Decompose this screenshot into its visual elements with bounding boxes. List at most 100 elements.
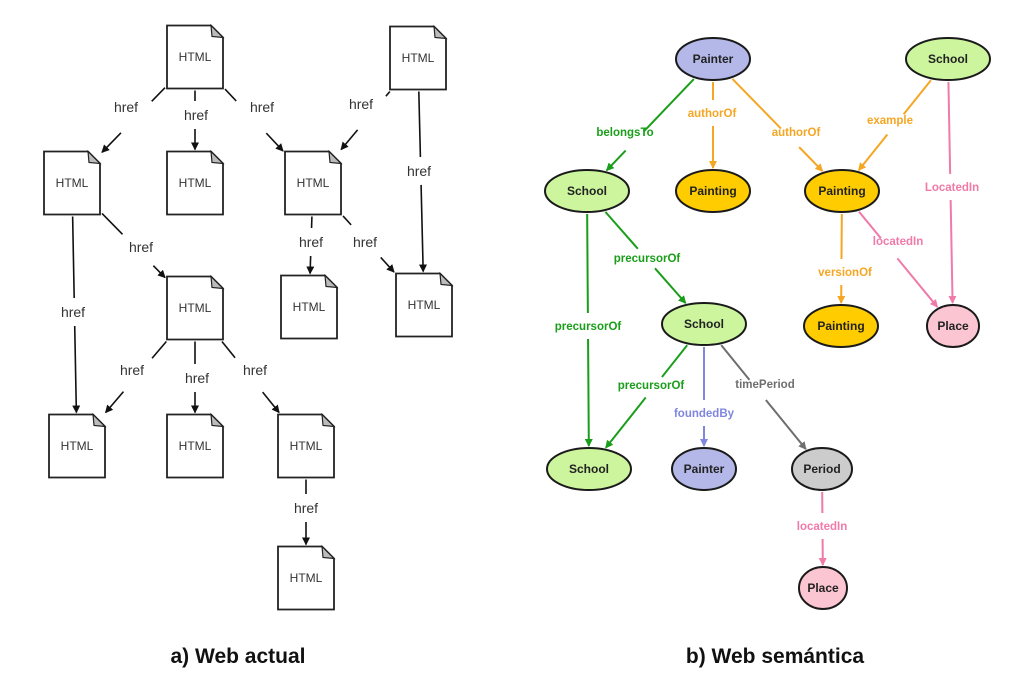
document-label: HTML [179,439,212,453]
relation-arrow [765,399,807,450]
relation-label: precursorOf [555,321,622,333]
link-arrow [104,391,125,414]
page-fold-icon [87,149,102,165]
href-link: href [221,340,280,414]
node-label: School [928,52,968,66]
relation-locatedin: LocatedIn [925,81,979,305]
node-painting[interactable]: Painting [803,304,879,348]
href-label: href [120,362,144,378]
relation-authorof: authorOf [731,78,824,172]
document-label: HTML [290,571,323,585]
html-document[interactable]: HTML [284,149,343,216]
node-ellipse [671,447,737,491]
node-label: Place [937,319,969,333]
node-ellipse [546,447,632,491]
relation-line-start [858,211,882,239]
relation-arrow [584,338,593,448]
node-place[interactable]: Place [926,304,980,348]
html-document[interactable]: HTML [389,24,448,91]
html-document[interactable]: HTML [43,149,102,216]
html-document[interactable]: HTML [166,412,225,479]
href-link: href [104,340,167,414]
href-link: href [342,215,395,273]
relation-label: belongsTo [596,127,653,139]
href-link: href [299,216,323,275]
href-label: href [129,239,153,255]
node-painting[interactable]: Painting [804,169,880,213]
node-ellipse [791,447,853,491]
node-period[interactable]: Period [791,447,853,491]
href-label: href [407,163,431,179]
href-links: href href href href href href href href href href… [61,87,431,546]
relation-timeperiod: timePeriod [720,344,807,450]
node-painting[interactable]: Painting [675,169,751,213]
html-document[interactable]: HTML [166,149,225,216]
node-ellipse [798,566,848,610]
semantic-relations: belongsToauthorOfauthorOfexampleLocatedI… [555,78,979,567]
relation-line-start [902,79,932,115]
document-icon [166,413,224,479]
node-school[interactable]: School [546,447,632,491]
link-line-start [224,88,237,102]
document-icon [277,545,335,611]
link-arrow [152,265,166,279]
document-icon [395,272,453,338]
relation-line-start [947,81,952,175]
relation-label: locatedIn [797,521,847,533]
document-label: HTML [293,300,326,314]
link-arrow [419,184,428,273]
relation-arrow [654,267,687,304]
relation-label: timePeriod [735,379,794,391]
document-label: HTML [290,439,323,453]
relation-arrow [605,396,647,449]
node-label: Painter [693,52,734,66]
document-label: HTML [402,51,435,65]
html-document[interactable]: HTML [277,412,336,479]
relation-arrow [798,146,824,172]
node-school[interactable]: School [661,302,747,346]
relation-precursorof: precursorOf [604,211,687,304]
html-document[interactable]: HTML [277,544,336,611]
html-document[interactable]: HTML [166,274,225,341]
link-arrow [262,391,280,414]
href-label: href [349,96,373,112]
href-label: href [61,304,85,320]
node-place[interactable]: Place [798,566,848,610]
document-icon [277,413,335,479]
relation-arrow [857,133,889,171]
html-document[interactable]: HTML [48,412,107,479]
link-arrow [340,129,359,151]
link-line-start [101,212,124,235]
relation-locatedin: locatedIn [797,491,847,567]
node-ellipse [905,37,991,81]
web-semantica-panel: belongsToauthorOfauthorOfexampleLocatedI… [544,37,991,668]
node-label: Painting [817,319,864,333]
relation-label: authorOf [772,127,821,139]
href-label: href [243,362,267,378]
relation-locatedin: locatedIn [858,211,939,308]
node-label: Place [807,581,839,595]
caption-web-actual: a) Web actual [171,645,306,668]
node-painter[interactable]: Painter [675,37,751,81]
link-arrow [380,256,395,273]
relation-label: locatedIn [873,236,923,248]
html-document[interactable]: HTML [166,23,225,90]
href-link: href [294,479,318,546]
html-document[interactable]: HTML [280,273,339,340]
document-icon [389,25,447,91]
node-ellipse [675,169,751,213]
html-document[interactable]: HTML [395,271,454,338]
node-ellipse [804,169,880,213]
page-fold-icon [433,24,448,40]
page-fold-icon [210,23,225,39]
node-painter[interactable]: Painter [671,447,737,491]
link-line-start [151,340,167,359]
href-link: href [185,341,209,414]
relation-line-start [731,78,782,130]
node-label: School [567,184,607,198]
node-label: School [569,462,609,476]
node-school[interactable]: School [544,169,630,213]
node-school[interactable]: School [905,37,991,81]
